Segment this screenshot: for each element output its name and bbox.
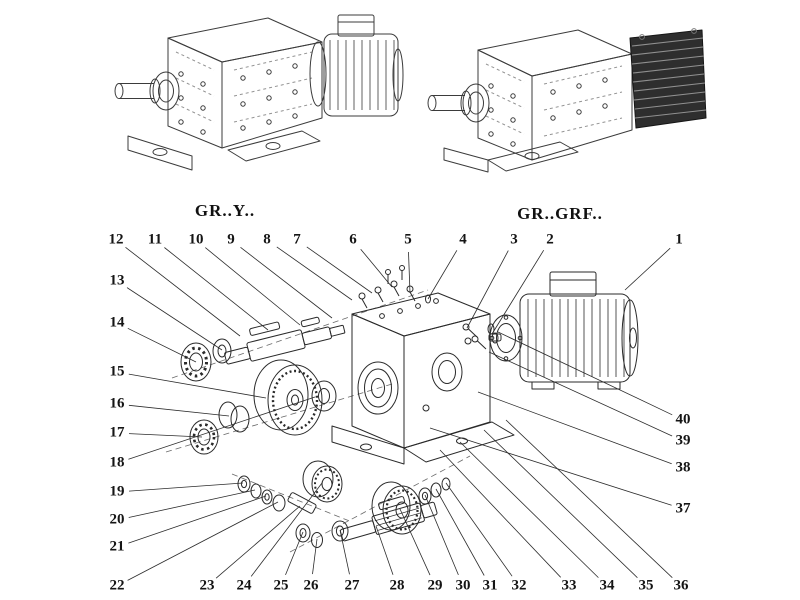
- leader-line-12: [125, 246, 241, 337]
- variant-label-gr-grf: GR..GRF..: [517, 204, 603, 223]
- leader-line-36: [505, 419, 673, 578]
- motor-bolts: [462, 323, 499, 350]
- variant-label-gr-y: GR..Y..: [194, 201, 256, 220]
- input-shaft: [224, 316, 346, 365]
- leader-line-29: [399, 508, 431, 576]
- leader-line-34: [459, 441, 599, 578]
- leader-line-38: [477, 391, 672, 465]
- callout-number-18: 18: [108, 454, 126, 471]
- callout-number-32: 32: [510, 577, 528, 594]
- leader-line-39: [488, 351, 673, 437]
- leader-line-28: [375, 525, 394, 575]
- output-shaft-cluster: [295, 477, 451, 548]
- callout-number-22: 22: [108, 577, 126, 594]
- leader-line-21: [128, 495, 267, 544]
- leader-line-9: [240, 246, 333, 319]
- leader-line-37: [429, 427, 672, 506]
- leader-line-30: [424, 494, 459, 576]
- callout-number-39: 39: [674, 432, 692, 449]
- leader-line-23: [215, 505, 301, 579]
- gearbox-housing: [331, 265, 515, 465]
- leader-line-10: [205, 247, 301, 326]
- callout-number-6: 6: [348, 231, 358, 248]
- bearing-14: [180, 342, 212, 382]
- gr-grf-drawing: [427, 28, 707, 173]
- leader-line-16: [128, 404, 230, 417]
- leader-line-13: [126, 287, 223, 351]
- pinion-cluster: [237, 460, 343, 514]
- leader-line-3: [466, 250, 509, 329]
- exploded-view: [165, 265, 639, 553]
- leader-line-26: [312, 538, 318, 575]
- callout-number-15: 15: [108, 363, 126, 380]
- callout-number-30: 30: [454, 577, 472, 594]
- callout-number-10: 10: [187, 231, 205, 248]
- leader-line-35: [483, 429, 638, 578]
- leader-line-7: [306, 246, 373, 294]
- callout-number-34: 34: [598, 577, 616, 594]
- callout-number-12: 12: [107, 231, 125, 248]
- callout-number-24: 24: [235, 577, 253, 594]
- leader-line-6: [360, 248, 393, 288]
- callout-number-17: 17: [108, 424, 126, 441]
- callout-number-29: 29: [426, 577, 444, 594]
- callout-number-33: 33: [560, 577, 578, 594]
- callout-number-11: 11: [146, 231, 164, 248]
- callout-number-7: 7: [292, 231, 302, 248]
- leader-line-17: [128, 433, 203, 438]
- gr-y-drawing: [114, 14, 404, 171]
- leader-line-5: [408, 251, 411, 294]
- callout-number-13: 13: [108, 272, 126, 289]
- callout-number-23: 23: [198, 577, 216, 594]
- bearing-17: [189, 419, 219, 455]
- leader-line-19: [128, 482, 244, 492]
- motor: [488, 271, 639, 390]
- spacer-16: [218, 401, 238, 429]
- bearing-18: [311, 380, 337, 412]
- leader-line-32: [445, 482, 513, 577]
- leader-line-20: [128, 489, 256, 518]
- callout-number-9: 9: [226, 231, 236, 248]
- leader-line-33: [439, 449, 561, 578]
- leader-line-24: [250, 482, 323, 577]
- callout-number-16: 16: [108, 395, 126, 412]
- callout-number-27: 27: [343, 577, 361, 594]
- callout-number-14: 14: [108, 314, 126, 331]
- leader-line-40: [497, 331, 673, 416]
- callout-number-4: 4: [458, 231, 468, 248]
- callout-number-8: 8: [262, 231, 272, 248]
- leader-line-1: [624, 247, 671, 291]
- leader-line-27: [339, 529, 350, 575]
- callout-number-40: 40: [674, 411, 692, 428]
- callout-number-31: 31: [481, 577, 499, 594]
- leader-line-22: [127, 501, 279, 581]
- washer-13: [212, 338, 232, 364]
- callout-number-35: 35: [637, 577, 655, 594]
- leader-line-15: [128, 373, 267, 399]
- callout-number-36: 36: [672, 577, 690, 594]
- callout-number-20: 20: [108, 511, 126, 528]
- callout-number-25: 25: [272, 577, 290, 594]
- leader-line-4: [427, 250, 458, 300]
- leader-line-14: [127, 327, 197, 363]
- callout-number-1: 1: [674, 231, 684, 248]
- leader-line-18: [128, 396, 316, 460]
- callout-number-2: 2: [545, 231, 555, 248]
- callout-number-26: 26: [302, 577, 320, 594]
- leader-line-31: [435, 488, 485, 576]
- leader-line-25: [285, 531, 304, 576]
- gear-15: [253, 359, 309, 431]
- callout-number-19: 19: [108, 483, 126, 500]
- leader-line-2: [491, 249, 545, 335]
- callout-number-28: 28: [388, 577, 406, 594]
- callout-number-37: 37: [674, 500, 692, 517]
- callout-number-38: 38: [674, 459, 692, 476]
- callout-number-5: 5: [403, 231, 413, 248]
- leader-line-11: [164, 247, 269, 331]
- callout-number-3: 3: [509, 231, 519, 248]
- leader-line-8: [276, 246, 353, 301]
- callout-number-21: 21: [108, 538, 126, 555]
